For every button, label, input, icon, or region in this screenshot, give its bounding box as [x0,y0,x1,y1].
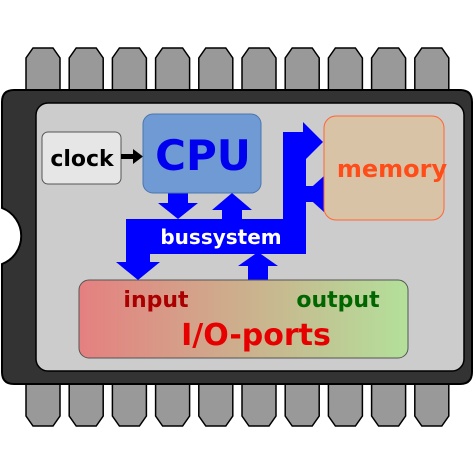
io-up-stem [248,265,268,280]
arrow-io-to-bus [238,252,278,266]
pin-top [25,47,61,93]
bus-bar [126,219,306,254]
pin-bottom [327,381,364,427]
pin-top [154,47,191,93]
cpu-box [142,113,262,194]
arrow-to-io-input [116,262,160,280]
top-pins [25,47,450,93]
pin-bottom [284,381,320,427]
pin-top [68,47,104,93]
pin-bottom [370,381,407,427]
bus-label: bussystem [160,225,281,249]
bus-left-stem [126,219,150,263]
pin-bottom [25,381,61,427]
io-ports-box [78,279,409,359]
pin-bottom [111,381,148,427]
arrow-cpu-to-bus [158,203,198,219]
memory-label: memory [337,155,448,183]
pin-top [414,47,450,93]
io-output-label: output [296,288,380,313]
io-input-label: input [123,288,189,313]
pin-top [370,47,407,93]
pin-bottom [414,381,450,427]
arrow-bus-to-cpu [212,193,252,210]
cpu-label: CPU [155,131,251,180]
pin-top [327,47,364,93]
io-ports-label: I/O-ports [181,318,331,353]
bus-top-bar [283,132,305,152]
pin-top [198,47,234,93]
arrow-from-memory [304,176,324,212]
bus-right-stem [283,132,306,254]
cpu-up-stem [222,209,242,219]
bus-arrows [116,122,324,280]
bottom-pins [25,381,450,427]
arrow-to-memory [303,122,323,162]
pin-bottom [68,381,104,427]
clock-label: clock [50,147,115,172]
clock-arrow [121,149,143,164]
pin-top [284,47,320,93]
cpu-down-stem [168,193,188,203]
pin-top [111,47,148,93]
pin-bottom [198,381,234,427]
pin-bottom [241,381,277,427]
pin-bottom [154,381,191,427]
memory-box [323,115,445,221]
pin-top [241,47,277,93]
